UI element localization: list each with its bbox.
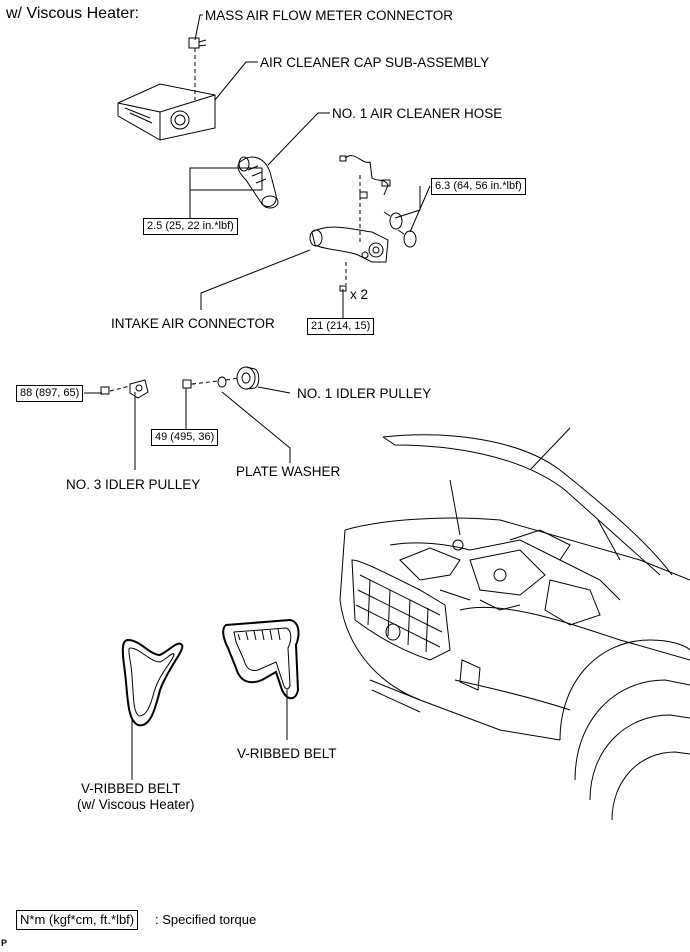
leader-lines: [84, 14, 431, 780]
torque-idler1-bolt: 49 (495, 36): [151, 429, 219, 446]
torque-connector-bolt: 21 (214, 15): [307, 318, 375, 335]
hose-clamps-drawing: [383, 211, 417, 248]
legend-torque-unit-box: N*m (kgf*cm, ft.*lbf): [16, 910, 139, 930]
label-air-cleaner-cap-sub-assembly: AIR CLEANER CAP SUB-ASSEMBLY: [260, 55, 490, 70]
label-intake-air-connector: INTAKE AIR CONNECTOR: [111, 316, 275, 331]
connector-bolt-drawing: [339, 285, 347, 296]
no1-idler-pulley-drawing: [182, 366, 260, 390]
condition-heading: w/ Viscous Heater:: [6, 5, 140, 22]
air-cleaner-hose-drawing: [237, 156, 279, 209]
intake-air-connector-drawing: [309, 226, 389, 263]
label-no1-air-cleaner-hose: NO. 1 AIR CLEANER HOSE: [332, 106, 503, 121]
label-no3-idler-pulley: NO. 3 IDLER PULLEY: [66, 477, 201, 492]
wire-harness-drawing: [339, 155, 391, 199]
torque-hose-clamp: 2.5 (25, 22 in.*lbf): [143, 218, 238, 235]
corner-mark: P: [1, 938, 8, 948]
label-vribbed-belt-viscous: V-RIBBED BELT: [81, 781, 181, 796]
label-plate-washer: PLATE WASHER: [236, 464, 341, 479]
torque-idler3-nut: 88 (897, 65): [16, 385, 84, 402]
vehicle-engine-bay-drawing: [339, 427, 690, 821]
torque-clamp-right: 6.3 (64, 56 in.*lbf): [431, 178, 526, 195]
vribbed-belt-viscous-drawing: [121, 638, 184, 727]
air-cleaner-cap-drawing: [117, 83, 216, 141]
label-vribbed-belt-viscous-note: (w/ Viscous Heater): [77, 797, 195, 812]
label-no1-idler-pulley: NO. 1 IDLER PULLEY: [297, 386, 432, 401]
vribbed-belt-drawing: [222, 618, 300, 700]
label-mass-air-flow-meter-connector: MASS AIR FLOW METER CONNECTOR: [205, 8, 454, 23]
no3-idler-pulley-drawing: [100, 379, 149, 399]
label-vribbed-belt: V-RIBBED BELT: [237, 746, 337, 761]
maf-connector-drawing: [188, 37, 207, 49]
label-bolt-quantity: x 2: [350, 287, 369, 302]
legend-description: : Specified torque: [155, 912, 257, 927]
